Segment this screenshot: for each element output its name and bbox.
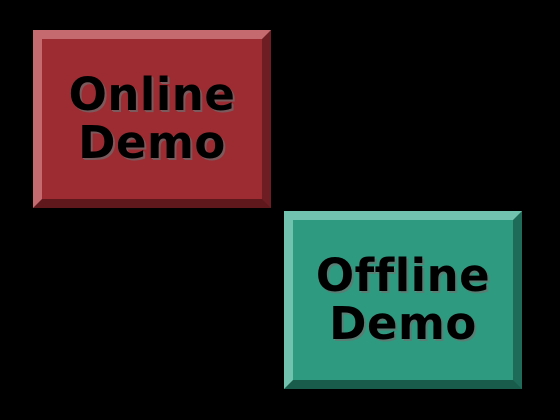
offline-demo-label-line1: Offline xyxy=(315,249,491,302)
online-demo-label-line1: Online xyxy=(68,68,236,121)
offline-demo-label-line2: Demo xyxy=(329,297,477,350)
online-demo-label-line2: Demo xyxy=(78,116,226,169)
